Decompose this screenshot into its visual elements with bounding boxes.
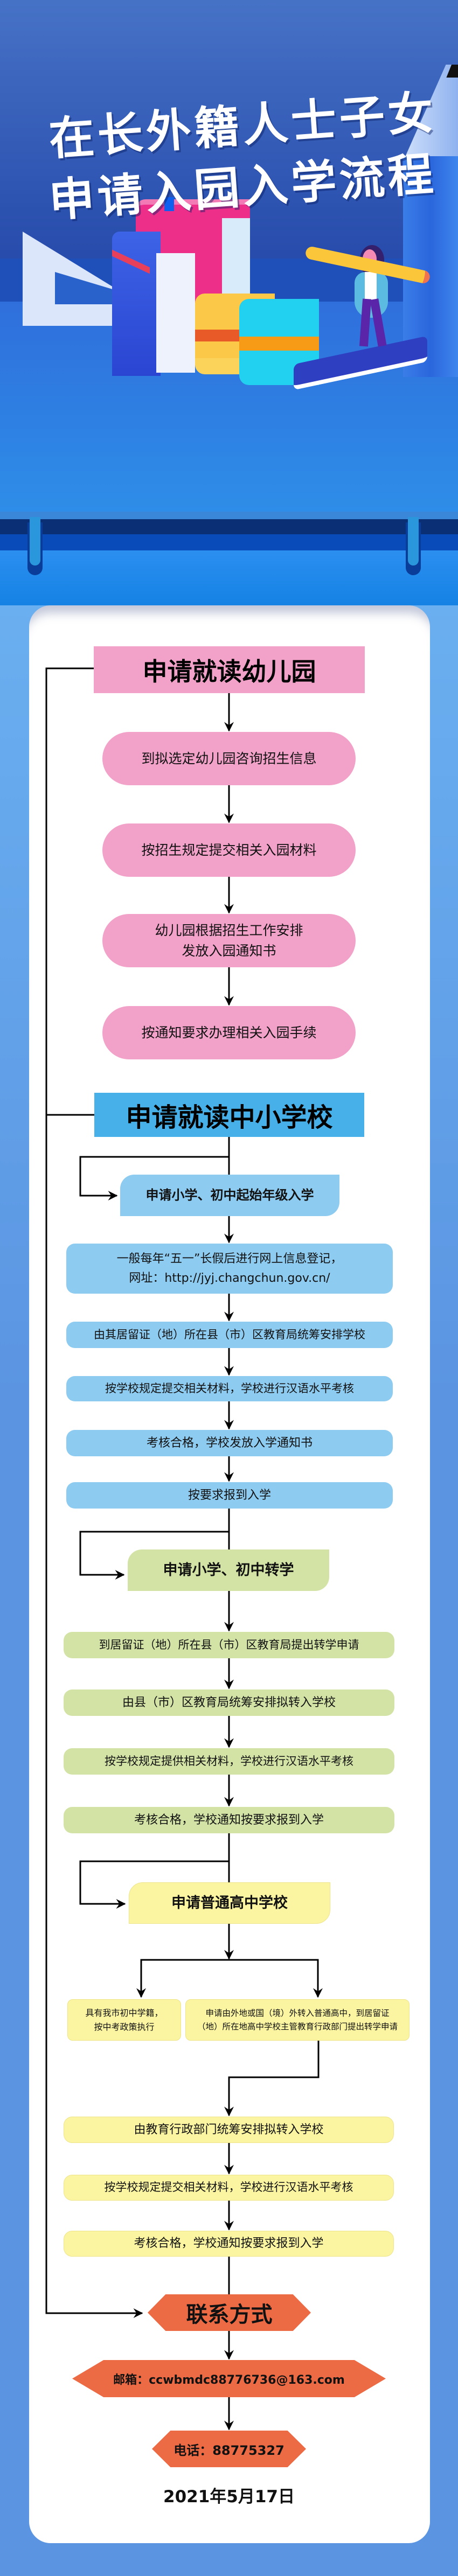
high-school-step: 由教育行政部门统筹安排拟转入学校 (64, 2117, 394, 2143)
high-school-branch-left: 具有我市初中学籍， 按中考政策执行 (67, 1999, 181, 2041)
high-school-heading: 申请普通高中学校 (129, 1882, 330, 1924)
enrollment-step: 考核合格，学校发放入学通知书 (66, 1430, 393, 1456)
kindergarten-step: 到拟选定幼儿园咨询招生信息 (102, 732, 356, 785)
header-banner: 在长外籍人士子女 申请入园入学流程 (0, 0, 458, 605)
enrollment-step: 一般每年“五一”长假后进行网上信息登记， 网址：http://jyj.chang… (66, 1244, 393, 1294)
contact-email: 邮箱：ccwbmdc88776736@163.com (72, 2360, 386, 2397)
enrollment-step: 由其居留证（地）所在县（市）区教育局统筹安排学校 (66, 1322, 393, 1348)
bookmark (164, 197, 174, 211)
publish-date: 2021年5月17日 (163, 2487, 295, 2507)
high-school-step: 按学校规定提交相关材料，学校进行汉语水平考核 (64, 2175, 394, 2201)
school-heading: 申请就读中小学校 (94, 1093, 364, 1137)
table-leg-right (408, 517, 419, 566)
contact-heading: 联系方式 (148, 2294, 311, 2331)
transfer-heading: 申请小学、初中转学 (128, 1549, 329, 1591)
kindergarten-step: 幼儿园根据招生工作安排 发放入园通知书 (102, 914, 356, 967)
enrollment-step: 按要求报到入学 (66, 1482, 393, 1509)
table-leg-left (30, 517, 40, 566)
cyan-book-band (239, 337, 319, 351)
kindergarten-step: 按通知要求办理相关入园手续 (102, 1006, 356, 1059)
enrollment-step: 按学校规定提交相关材料，学校进行汉语水平考核 (66, 1376, 393, 1401)
transfer-step: 由县（市）区教育局统筹安排拟转入学校 (64, 1690, 394, 1716)
table-edge (0, 512, 458, 519)
transfer-step: 到居留证（地）所在县（市）区教育局提出转学申请 (64, 1632, 394, 1658)
table-shadow (0, 519, 458, 534)
kindergarten-heading: 申请就读幼儿园 (94, 646, 365, 693)
table-front (0, 534, 458, 550)
table-lower (0, 550, 458, 605)
enrollment-heading: 申请小学、初中起始年级入学 (120, 1175, 339, 1216)
blue-book-pages (156, 253, 195, 373)
high-school-branch-right: 申请由外地或国（境）外转入普通高中，到居留证 （地）所在地高中学校主管教育行政部… (185, 1999, 410, 2041)
transfer-step: 按学校规定提供相关材料，学校进行汉语水平考核 (64, 1748, 394, 1775)
kindergarten-step: 按招生规定提交相关入园材料 (102, 823, 356, 877)
contact-phone: 电话：88775327 (152, 2431, 306, 2467)
high-school-step: 考核合格，学校通知按要求报到入学 (64, 2231, 394, 2257)
transfer-step: 考核合格，学校通知按要求报到入学 (64, 1807, 394, 1833)
